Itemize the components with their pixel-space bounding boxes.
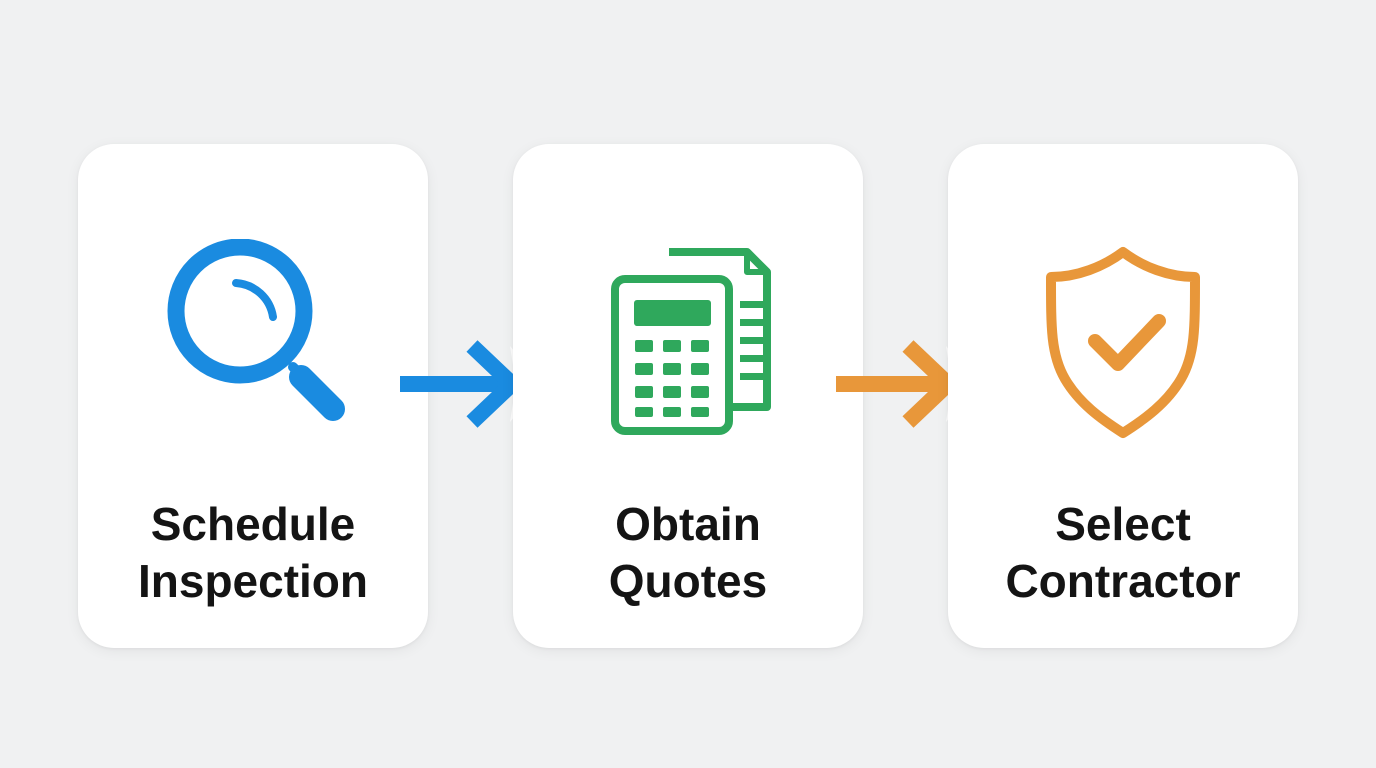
step-label: Select Contractor [948,496,1298,610]
shield-check-icon [948,239,1298,459]
step-label-line1: Obtain [615,498,761,550]
calculator-documents-icon [513,239,863,459]
step-label-line1: Select [1055,498,1191,550]
step-card-schedule-inspection: Schedule Inspection [78,144,428,648]
step-card-select-contractor: Select Contractor [948,144,1298,648]
step-label-line2: Quotes [608,555,768,607]
step-label-line1: Schedule [150,498,356,550]
step-card-obtain-quotes: Obtain Quotes [513,144,863,648]
step-label: Schedule Inspection [78,496,428,610]
step-label-line2: Inspection [137,555,369,607]
step-label-line2: Contractor [1005,555,1241,607]
magnifying-glass-icon [78,239,428,459]
step-label: Obtain Quotes [513,496,863,610]
